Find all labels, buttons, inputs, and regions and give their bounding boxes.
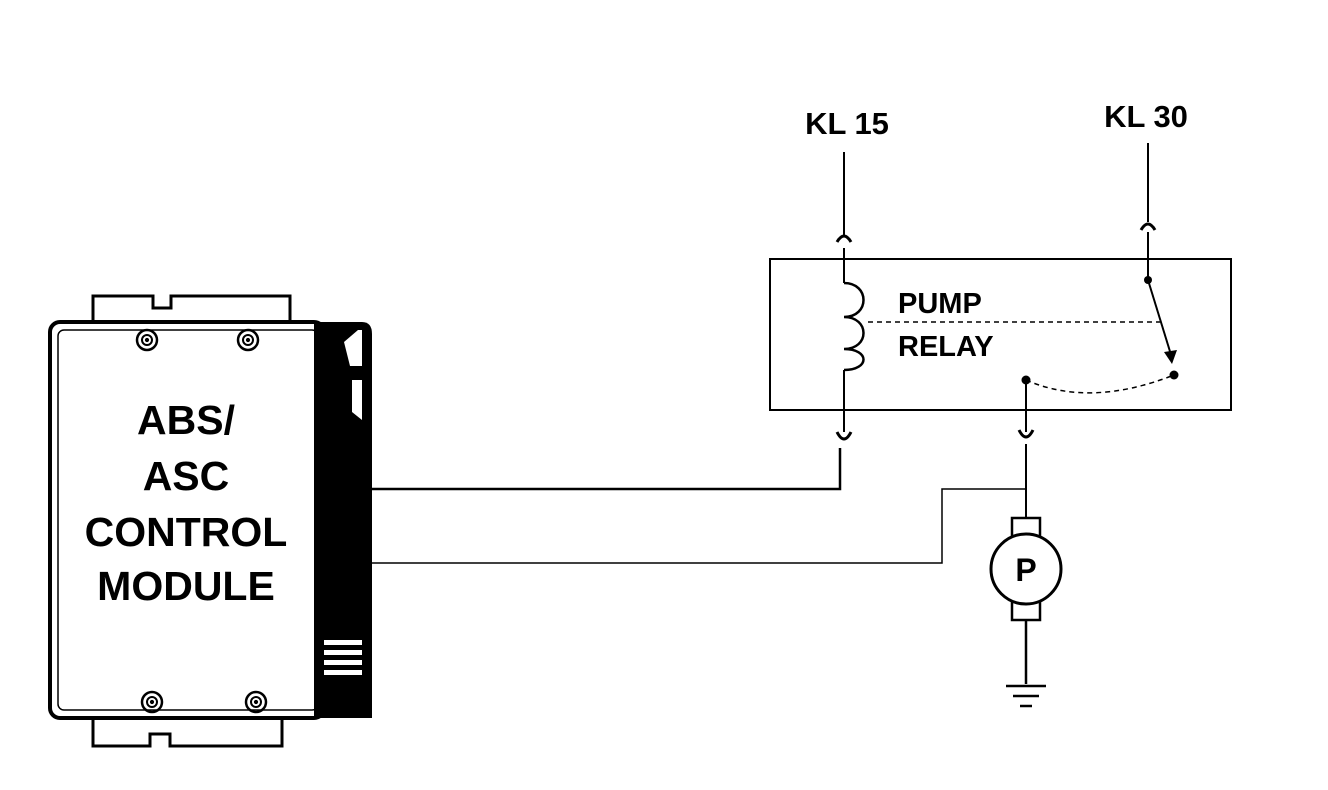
screw-icon xyxy=(244,690,268,714)
pump-motor: P xyxy=(989,516,1063,622)
kl30-label: KL 30 xyxy=(1104,99,1188,134)
relay-label-line2: RELAY xyxy=(898,331,994,363)
screw-icon xyxy=(140,690,164,714)
module-label-line1: ABS/ xyxy=(137,397,235,443)
module-top-flange xyxy=(91,294,292,326)
switch-arm xyxy=(1147,279,1173,359)
screw-icon xyxy=(236,328,260,352)
switch-travel-arc xyxy=(1025,374,1175,394)
connector-vent xyxy=(324,640,362,675)
module-label-line4: MODULE xyxy=(97,563,275,609)
motor-icon xyxy=(989,532,1063,606)
connector-pin-icon xyxy=(1017,429,1035,439)
module-connector-block xyxy=(314,322,372,718)
screw-icon xyxy=(135,328,159,352)
control-module: ABS/ ASC CONTROL MODULE xyxy=(48,294,372,748)
relay-housing xyxy=(769,258,1232,411)
module-label-line2: ASC xyxy=(143,453,230,499)
ground-icon xyxy=(1006,684,1046,708)
terminal-kl15: KL 15 xyxy=(805,106,889,243)
wire-pump-monitor xyxy=(372,488,1026,564)
switch-contact xyxy=(1169,370,1179,380)
connector-pin-icon xyxy=(1139,222,1157,231)
connector-pin-icon xyxy=(835,431,853,441)
relay-label-line1: PUMP xyxy=(898,288,982,320)
pump-relay: PUMP RELAY xyxy=(769,232,1232,432)
relay-coil-icon xyxy=(843,281,865,372)
module-label-line3: CONTROL xyxy=(85,509,288,555)
wiring xyxy=(372,444,1028,684)
terminal-kl30: KL 30 xyxy=(1104,99,1188,231)
wire-coil-control xyxy=(372,448,842,491)
connector-pin-icon xyxy=(835,234,853,243)
module-bottom-flange xyxy=(91,718,284,748)
kl15-label: KL 15 xyxy=(805,106,889,141)
motor-label: P xyxy=(1015,552,1036,588)
